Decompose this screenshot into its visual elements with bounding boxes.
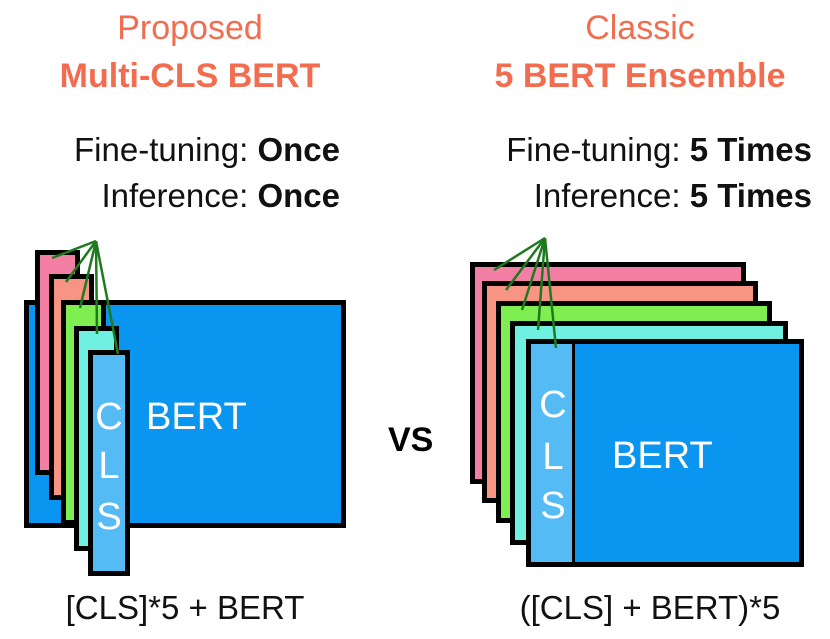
right-connector-3 [520, 237, 547, 311]
right-connector-1 [493, 236, 546, 272]
left-inference-line: Inference: Once [10, 176, 340, 216]
right-cls-column [531, 344, 575, 562]
right-bert-label: BERT [612, 435, 713, 477]
right-caption: ([CLS] + BERT)*5 [519, 589, 781, 626]
left-title: Multi-CLS BERT [59, 57, 321, 95]
right-finetune-line: Fine-tuning: 5 Times [430, 130, 812, 170]
right-connector-5 [543, 237, 558, 349]
right-finetune-value: 5 Times [689, 131, 812, 168]
left-cls-letter-s: S [96, 496, 122, 538]
right-subtitle: Classic [585, 9, 695, 47]
right-cls-letter-s: S [540, 485, 566, 527]
vs-label: VS [388, 421, 434, 459]
left-cls-layer-5 [88, 350, 130, 576]
left-connector-5 [94, 240, 120, 355]
right-cls-letter-l: L [542, 436, 564, 478]
right-finetune-label: Fine-tuning: [506, 131, 681, 168]
right-cls-letter-c: C [539, 384, 567, 426]
left-subtitle: Proposed [117, 9, 263, 47]
right-inference-value: 5 Times [689, 177, 812, 214]
right-connector-4 [536, 237, 547, 331]
right-inference-line: Inference: 5 Times [430, 176, 812, 216]
left-connector-2 [64, 240, 98, 283]
right-inference-label: Inference: [533, 177, 681, 214]
left-finetune-label: Fine-tuning: [74, 131, 249, 168]
left-connector-1 [51, 239, 97, 260]
left-bert-label: BERT [146, 396, 247, 438]
left-cls-letter-c: C [95, 396, 123, 438]
left-finetune-line: Fine-tuning: Once [10, 130, 340, 170]
left-inference-value: Once [257, 177, 340, 214]
left-caption: [CLS]*5 + BERT [65, 589, 305, 626]
left-inference-label: Inference: [101, 177, 249, 214]
left-cls-letter-l: L [98, 445, 120, 487]
left-connector-4 [94, 240, 99, 335]
right-connector-2 [505, 237, 546, 291]
left-finetune-value: Once [257, 131, 340, 168]
right-title: 5 BERT Ensemble [494, 57, 786, 95]
left-connector-3 [78, 240, 98, 309]
